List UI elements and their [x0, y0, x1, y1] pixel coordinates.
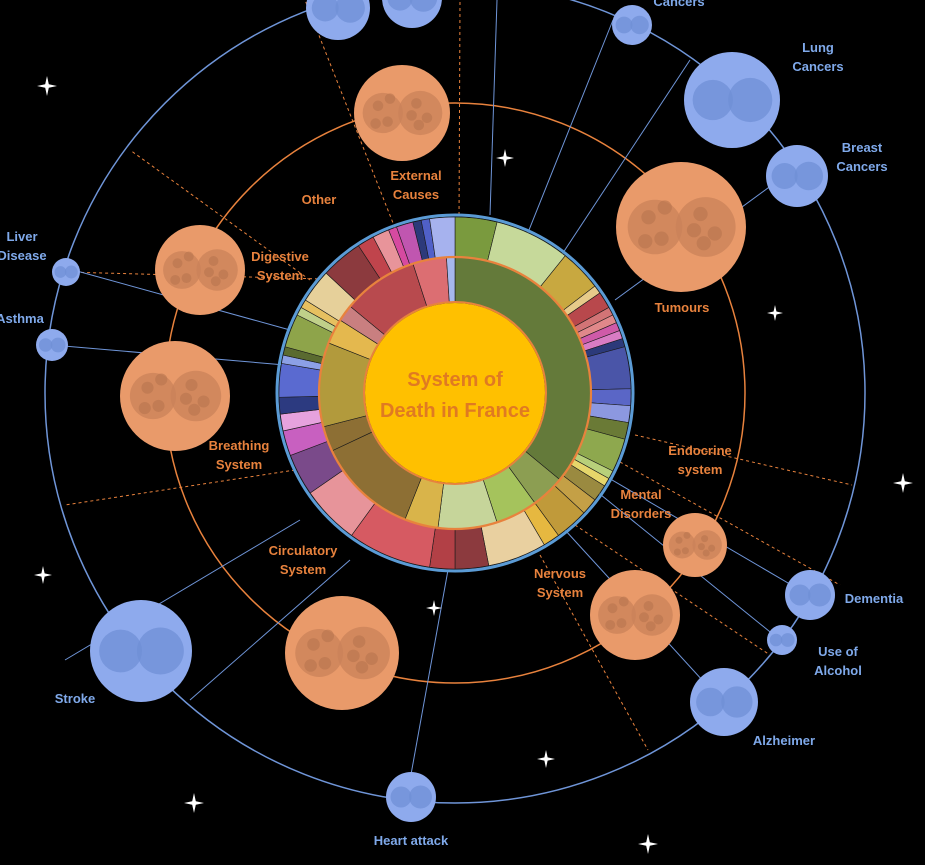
subcategory-label: Cancers: [653, 0, 704, 9]
star-icon: [767, 305, 783, 321]
subcategory-planet: [386, 772, 436, 822]
inner-ring-border: [317, 255, 593, 531]
category-planet: [354, 65, 450, 161]
connector-line: [65, 271, 361, 281]
chart-title-line-2: Death in France: [380, 400, 530, 422]
star-icon: [496, 149, 514, 167]
subcategory-planet: [382, 0, 442, 28]
star-icon: [37, 76, 57, 96]
subcategory-planet: [90, 600, 192, 702]
subcategory-label: Asthma: [0, 311, 45, 326]
connector-line: [458, 0, 461, 222]
subcategory-label: Alzheimer: [753, 733, 815, 748]
category-planet: [155, 225, 245, 315]
connector-line: [489, 0, 498, 216]
category-planet: [616, 162, 746, 292]
subcategory-planet: [36, 329, 68, 361]
category-planet: [285, 596, 399, 710]
subcategory-planet: [306, 0, 370, 40]
connector-line: [64, 469, 296, 506]
star-icon: [537, 750, 555, 768]
subcategory-planet: [52, 258, 80, 286]
subcategory-label: Heart attack: [374, 833, 449, 848]
category-planet: [590, 570, 680, 660]
planets: [36, 0, 835, 822]
category-planet: [663, 513, 727, 577]
center-hub: System of Death in France: [365, 303, 545, 483]
category-label: Tumours: [655, 300, 710, 315]
connector-line: [189, 559, 351, 701]
connector-line: [304, 0, 396, 229]
connector-line: [129, 149, 311, 281]
star-icon: [893, 473, 913, 493]
center-circle: [365, 303, 545, 483]
connector-line: [554, 59, 691, 266]
star-icon: [638, 834, 658, 854]
subcategory-planet: [766, 145, 828, 207]
stars: [34, 76, 913, 854]
connector-line: [634, 434, 853, 486]
connector-line: [619, 461, 841, 586]
outer-ring-border: [275, 213, 635, 573]
chart-title-line-1: System of: [407, 369, 503, 391]
star-icon: [184, 793, 204, 813]
subcategory-planet: [690, 668, 758, 736]
subcategory-planet: [767, 625, 797, 655]
category-label: Other: [302, 192, 337, 207]
connector-line: [514, 19, 614, 266]
connector-line: [539, 554, 649, 751]
connector-line: [409, 569, 449, 781]
subcategory-label: Dementia: [845, 591, 904, 606]
star-icon: [426, 600, 442, 616]
subcategory-label: Stroke: [55, 691, 95, 706]
subcategory-planet: [785, 570, 835, 620]
subcategory-planet: [612, 5, 652, 45]
center-border: [363, 301, 547, 485]
category-planet: [120, 341, 230, 451]
star-icon: [34, 566, 52, 584]
sunburst-rings: [275, 213, 635, 573]
subcategory-planet: [684, 52, 780, 148]
